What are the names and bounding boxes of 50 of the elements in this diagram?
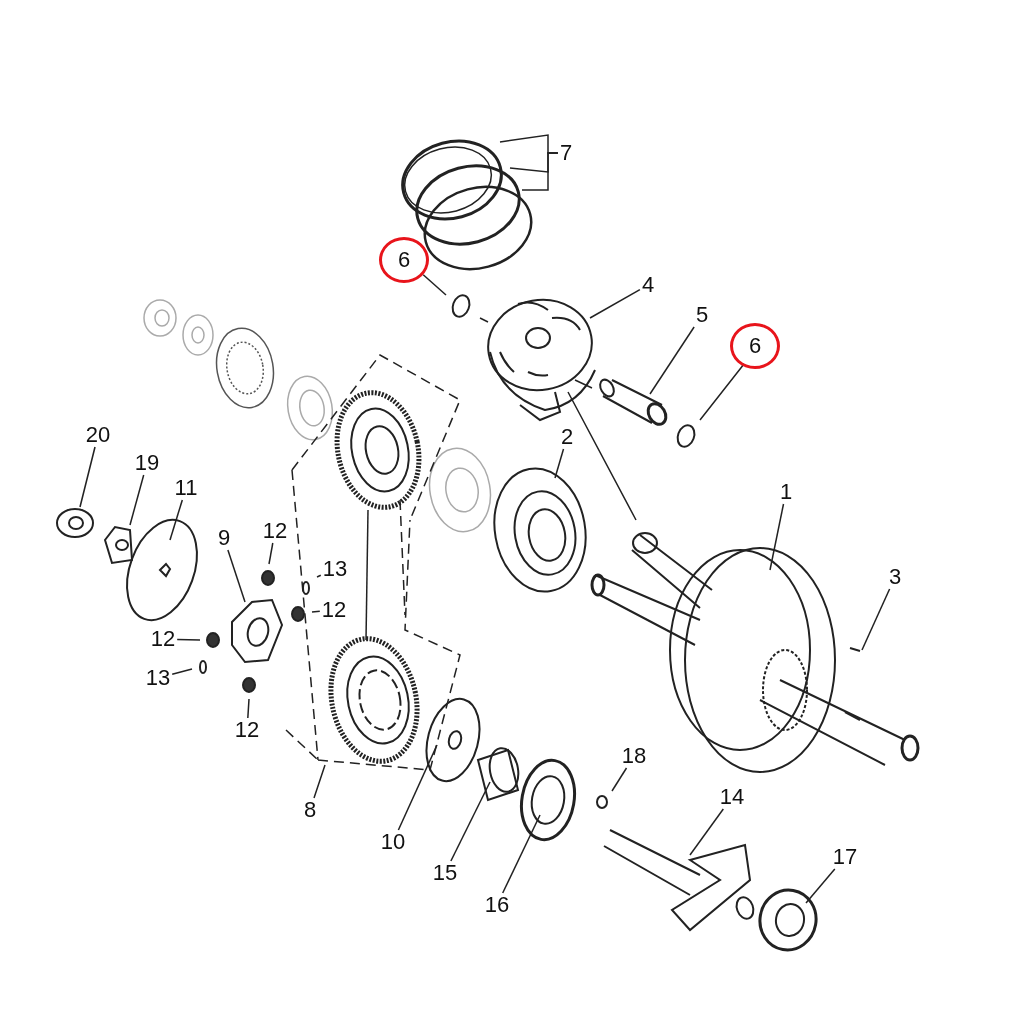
callout-number: 20 — [83, 423, 113, 447]
leader-line — [311, 610, 321, 613]
leader-line — [769, 503, 785, 571]
callout-number: 13 — [143, 666, 173, 690]
callout-number: 12 — [260, 519, 290, 543]
callout-number: 4 — [639, 273, 657, 297]
callout-number: 12 — [148, 627, 178, 651]
leader-line — [861, 588, 891, 651]
callout-number: 8 — [301, 798, 319, 822]
leader-line — [501, 814, 541, 894]
callout-number: 1 — [777, 480, 795, 504]
leader-line — [554, 448, 565, 479]
leader-line — [805, 868, 836, 904]
leader-line — [699, 363, 745, 421]
callout-number: 6 — [379, 237, 429, 283]
callout-number: 17 — [830, 845, 860, 869]
leader-line — [316, 574, 322, 578]
callout-number: 5 — [693, 303, 711, 327]
callout-number: 11 — [172, 476, 200, 500]
callout-number: 6 — [730, 323, 780, 369]
leader-line — [176, 638, 201, 641]
callout-number: 13 — [320, 557, 350, 581]
callout-number: 2 — [558, 425, 576, 449]
leader-line — [689, 808, 725, 856]
callout-number: 10 — [378, 830, 408, 854]
leader-line — [397, 744, 438, 831]
leader-line — [521, 152, 559, 191]
leader-line — [268, 542, 274, 565]
leader-line — [649, 326, 695, 395]
leader-line — [422, 273, 447, 296]
callout-number: 9 — [215, 526, 233, 550]
leader-line — [313, 764, 326, 799]
leader-line — [171, 668, 193, 675]
callout-number: 18 — [619, 744, 649, 768]
leader-line — [247, 698, 250, 719]
callout-number: 12 — [319, 598, 349, 622]
leader-line — [79, 446, 96, 508]
leader-line — [450, 781, 491, 862]
callout-number: 16 — [482, 893, 512, 917]
callout-number: 14 — [717, 785, 747, 809]
leader-line — [611, 767, 628, 792]
callout-number: 12 — [232, 718, 262, 742]
callout-number: 19 — [132, 451, 162, 475]
leader-line — [129, 474, 145, 526]
callout-number: 15 — [430, 861, 460, 885]
leader-line — [169, 499, 184, 541]
callout-number: 3 — [886, 565, 904, 589]
leader-line — [227, 549, 246, 603]
callout-number: 7 — [557, 141, 575, 165]
leader-line — [589, 288, 641, 319]
